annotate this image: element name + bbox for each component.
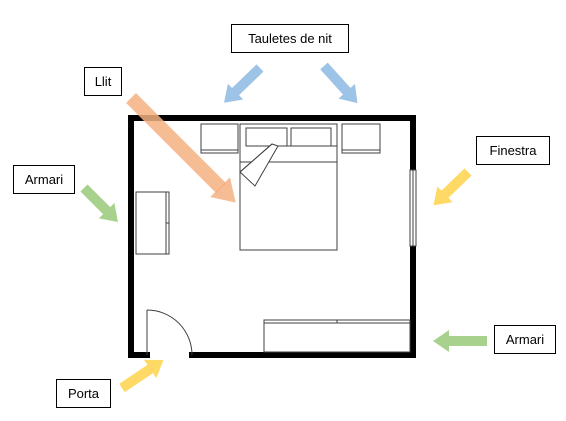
nightstands [200,123,381,154]
label-llit: Llit [84,67,122,96]
wardrobe-bottom [263,319,411,353]
arrow-armari-right [433,330,487,352]
label-tauletes-de-nit: Tauletes de nit [231,24,349,53]
arrow-porta [119,359,164,393]
arrow-llit [126,93,236,203]
nightstand-right [341,123,381,154]
label-porta: Porta [56,379,111,408]
arrow-tauletes-right [320,62,358,104]
pillow-right [290,127,332,147]
arrow-armari-left [80,184,118,222]
bed [239,123,338,251]
label-armari-left: Armari [13,165,75,194]
room-walls [128,115,416,358]
arrow-tauletes-left [224,64,264,103]
arrow-finestra [433,168,472,206]
arrows [80,62,487,393]
window [409,169,417,247]
label-armari-right: Armari [494,325,556,354]
wardrobe-left [135,191,170,255]
label-finestra: Finestra [476,136,550,165]
pillow-left [245,127,288,147]
door-swing-arc [146,309,193,356]
door [146,309,193,356]
nightstand-left [200,123,239,154]
